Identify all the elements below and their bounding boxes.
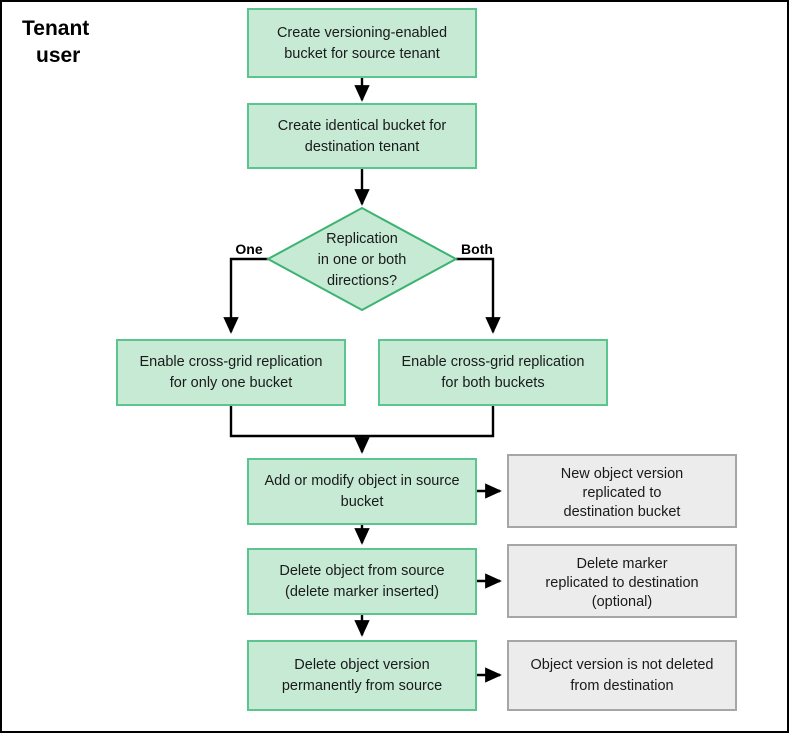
edge-decision-both-branch <box>456 257 501 334</box>
node-object-version-not-deleted[interactable]: Object version is not deleted from desti… <box>507 640 737 711</box>
node-add-or-modify-object[interactable]: Add or modify object in source bucket <box>247 458 477 525</box>
node-label-line: Enable cross-grid replication <box>140 354 323 370</box>
node-label-line: destination bucket <box>564 504 681 520</box>
node-label-line: Object version is not deleted <box>531 657 714 673</box>
node-label-line: destination tenant <box>305 139 419 155</box>
node-label-line: Replication <box>326 231 398 247</box>
node-label-line: bucket <box>341 494 384 510</box>
node-delete-object-from-source[interactable]: Delete object from source (delete marker… <box>247 548 477 615</box>
node-enable-replication-both-buckets[interactable]: Enable cross-grid replication for both b… <box>378 339 608 406</box>
node-delete-marker-replicated[interactable]: Delete marker replicated to destination … <box>507 544 737 618</box>
node-label-line: Delete marker <box>576 556 667 572</box>
node-label-line: for both buckets <box>441 375 544 391</box>
node-label-line: for only one bucket <box>170 375 293 391</box>
node-label-line: in one or both <box>318 252 407 268</box>
node-label-line: Enable cross-grid replication <box>402 354 585 370</box>
node-delete-object-version-permanently[interactable]: Delete object version permanently from s… <box>247 640 477 711</box>
node-enable-replication-one-bucket[interactable]: Enable cross-grid replication for only o… <box>116 339 346 406</box>
connectors <box>223 77 502 683</box>
node-label-line: (optional) <box>592 594 652 610</box>
node-new-object-version-replicated[interactable]: New object version replicated to destina… <box>507 454 737 528</box>
diagram-title-line: Tenant <box>22 17 89 40</box>
node-create-identical-bucket[interactable]: Create identical bucket for destination … <box>247 103 477 169</box>
node-label-line: directions? <box>327 273 397 289</box>
edge-merge-branches <box>229 405 495 438</box>
node-label-line: Create identical bucket for <box>278 118 447 134</box>
node-label-line: (delete marker inserted) <box>285 584 439 600</box>
node-label-line: bucket for source tenant <box>284 46 440 62</box>
node-create-versioning-bucket[interactable]: Create versioning-enabled bucket for sou… <box>247 8 477 78</box>
node-label-line: New object version <box>561 466 684 482</box>
node-label-line: permanently from source <box>282 678 442 694</box>
node-label-line: Add or modify object in source <box>264 473 459 489</box>
diagram-title-line: user <box>36 44 80 67</box>
branch-both-label: Both <box>461 241 493 257</box>
branch-one-label: One <box>235 241 262 257</box>
node-replication-direction-decision[interactable]: Replication in one or both directions? <box>265 206 459 312</box>
node-label-line: from destination <box>570 678 673 694</box>
node-label-line: replicated to destination <box>545 575 698 591</box>
node-label-line: Delete object from source <box>279 563 444 579</box>
diagram-title: Tenant user <box>22 17 89 67</box>
node-label-line: replicated to <box>583 485 662 501</box>
edge-decision-one-branch <box>223 257 268 334</box>
node-label-line: Delete object version <box>294 657 429 673</box>
node-label-line: Create versioning-enabled <box>277 25 447 41</box>
